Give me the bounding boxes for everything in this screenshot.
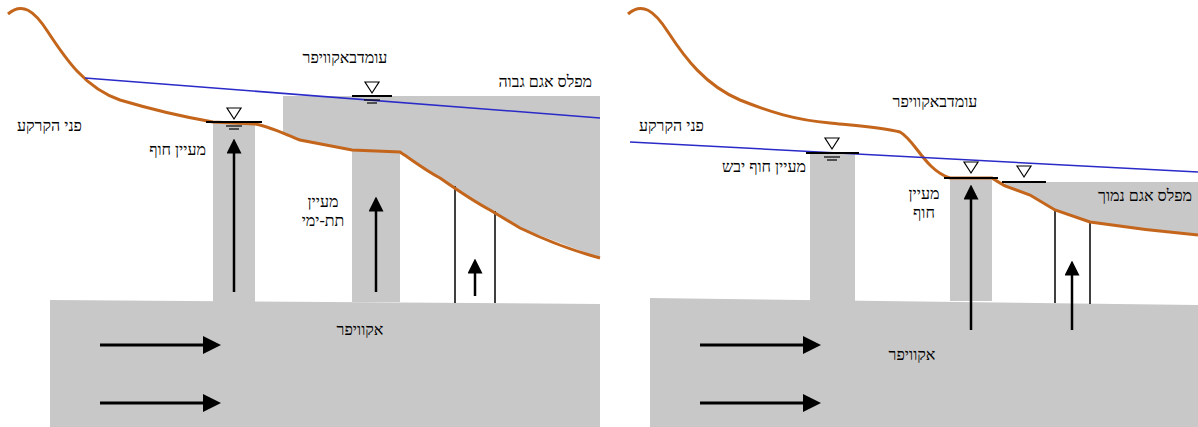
text-label: מעיין תת-ימי (296, 192, 350, 230)
text-label: מעיין חוף יבש (686, 157, 806, 176)
aquifer-body (650, 298, 1198, 427)
spring-column (213, 122, 255, 302)
ground-surface (628, 8, 1198, 235)
flow-arrow (474, 266, 477, 296)
flow-arrow (1071, 268, 1074, 330)
text-label: פני הקרקע (624, 116, 704, 135)
flow-arrow (100, 402, 212, 405)
text-label: פני הקרקע (4, 116, 82, 135)
text-label: אקוויפר (872, 345, 952, 364)
flow-arrow (233, 146, 236, 292)
column-wall (1089, 222, 1091, 304)
water-level-symbol (806, 138, 859, 160)
text-label: מעיין חוף (902, 184, 946, 222)
flow-arrow (970, 192, 973, 330)
text-label: עומדבאקוויפר (275, 48, 415, 67)
text-label: עומדבאקוויפר (865, 92, 1005, 111)
flow-arrow (700, 344, 812, 347)
water-level-symbol (206, 108, 262, 129)
flow-arrow (375, 204, 378, 292)
text-label: מעיין חוף (118, 140, 206, 159)
column-wall (494, 211, 496, 303)
ground-surface (8, 8, 600, 258)
column-wall (454, 186, 456, 303)
flow-arrow (100, 344, 212, 347)
aquifer-body (50, 300, 600, 427)
water-level-symbol (944, 162, 998, 178)
water-level-symbol (352, 82, 392, 103)
water-level-symbol (1002, 166, 1046, 182)
column-wall (1054, 210, 1056, 303)
potentiometric-line (630, 142, 1198, 172)
text-label: מפלס אגם נמוך (1046, 186, 1192, 205)
flow-arrow (700, 402, 812, 405)
spring-column (352, 150, 400, 302)
spring-column (810, 153, 855, 301)
lake (1005, 182, 1198, 235)
text-label: אקוויפר (320, 320, 400, 339)
text-label: מפלס אגם גבוה (436, 72, 592, 91)
lake (283, 96, 600, 258)
